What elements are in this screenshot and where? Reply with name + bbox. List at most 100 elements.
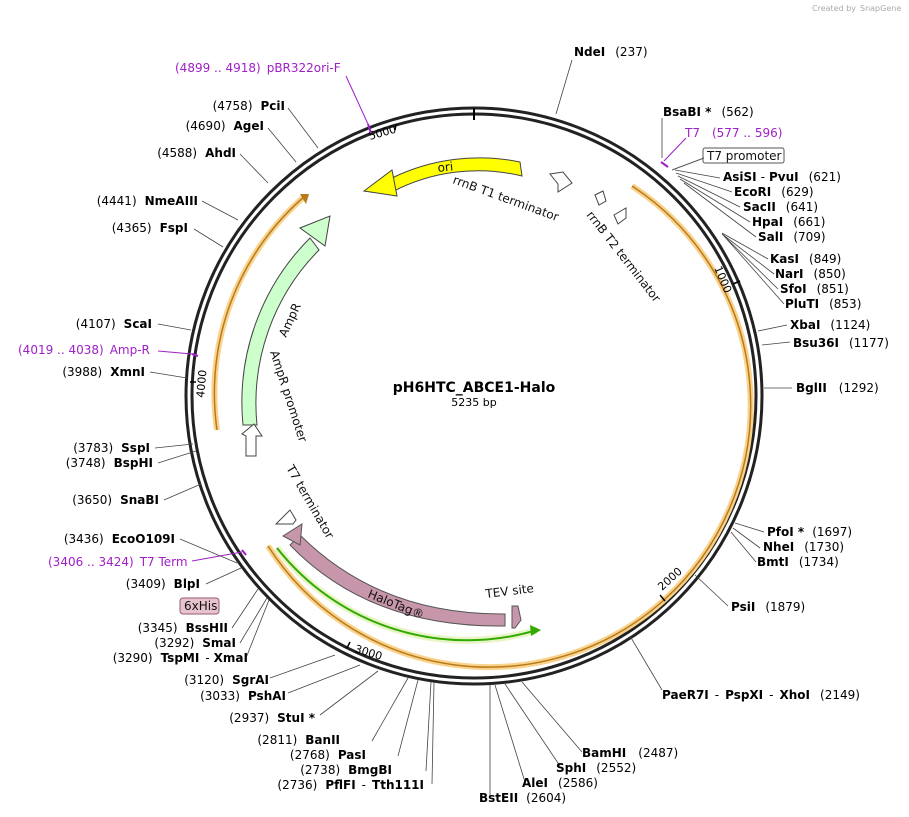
leader-t7 [663, 137, 687, 162]
site-xmni[interactable]: (3988)XmnI [62, 365, 145, 379]
plasmid-name: pH6HTC_ABCE1-Halo [393, 380, 556, 396]
halotag-feature[interactable] [289, 534, 506, 627]
site-blpi[interactable]: (3409)BlpI [126, 577, 200, 591]
site-scai[interactable]: (4107)ScaI [76, 317, 152, 331]
site-ahdi[interactable]: (4588)AhdI [157, 146, 236, 160]
ampr-promoter-icon [241, 423, 263, 457]
primer-ampr: (4019 .. 4038)Amp-R [18, 343, 150, 357]
sites-right: NdeI(237) BsaBI *(562) AsiSI-PvuI(621) E… [574, 45, 889, 702]
primer-mark-t7 [660, 161, 669, 168]
leader-pbr322ori [345, 75, 369, 125]
primer-mark-t7term [241, 549, 247, 556]
site-ndei[interactable]: NdeI(237) [574, 45, 648, 59]
credit-brand: SnapGene [860, 4, 901, 13]
halotag-label: HaloTag® [366, 587, 426, 622]
halotag-arrowhead [282, 523, 303, 546]
primer-mark-pbr322ori [367, 123, 372, 134]
his6-box[interactable] [179, 597, 220, 615]
ori-label: ori [437, 159, 454, 175]
rrnb-t2-icon-a [594, 190, 607, 206]
site-pcii[interactable]: (4758)PciI [213, 99, 285, 113]
site-pfoi[interactable]: PfoI *(1697) [767, 525, 852, 539]
site-sfoi[interactable]: SfoI(851) [780, 282, 849, 296]
site-ecoo109i[interactable]: (3436)EcoO109I [64, 532, 175, 546]
site-sacii[interactable]: SacII(641) [743, 200, 818, 214]
site-banii[interactable]: (2811)BanII [257, 733, 340, 747]
site-fspi[interactable]: (4365)FspI [112, 221, 188, 235]
site-leaders [149, 59, 792, 798]
ampr-promoter-label: AmpR promoter [267, 349, 310, 444]
site-bsu36i[interactable]: Bsu36I(1177) [793, 336, 889, 350]
site-bmti[interactable]: BmtI(1734) [757, 555, 839, 569]
his-arc [276, 547, 538, 642]
orf-arc-bottom [267, 545, 665, 668]
primer-mark-ampr [191, 353, 199, 357]
t7-terminator-icon [274, 509, 297, 525]
site-pflfi-tth111i[interactable]: (2736)PflFI-Tth111I [277, 778, 424, 792]
tick-label-4000: 4000 [194, 369, 209, 398]
site-bsteii[interactable]: BstEII(2604) [479, 791, 566, 805]
leader-t7term [191, 551, 243, 562]
site-asisi-pvui[interactable]: AsiSI-PvuI(621) [723, 170, 841, 184]
ampr-label: AmpR [276, 301, 304, 339]
site-bsshii[interactable]: (3345)BssHII [138, 621, 228, 635]
site-sali[interactable]: SalI(709) [758, 230, 826, 244]
site-paer7i-pspxi-xhoi[interactable]: PaeR7I-PspXI-XhoI(2149) [662, 688, 860, 702]
rrnb-t2-label: rrnB T2 terminator [584, 208, 664, 305]
site-sphi[interactable]: SphI(2552) [556, 761, 636, 775]
leader-ampr [157, 350, 193, 355]
site-bglii[interactable]: BglII(1292) [796, 381, 879, 395]
site-bsphi[interactable]: (3748)BspHI [66, 456, 153, 470]
t7-terminator-label: T7 terminator [283, 462, 337, 541]
primer-t7term: (3406 .. 3424)T7 Term [48, 555, 188, 569]
site-stui[interactable]: (2937)StuI * [229, 711, 315, 725]
site-pshai[interactable]: (3033)PshAI [200, 689, 286, 703]
site-bsabi[interactable]: BsaBI *(562) [663, 105, 754, 119]
site-sgrai[interactable]: (3120)SgrAI [184, 673, 269, 687]
site-pasi[interactable]: (2768)PasI [290, 748, 366, 762]
t7-promoter-leader [671, 157, 705, 171]
site-xbai[interactable]: XbaI(1124) [790, 318, 870, 332]
site-nmeaiii[interactable]: (4441)NmeAIII [97, 194, 198, 208]
site-smai[interactable]: (3292)SmaI [154, 636, 236, 650]
site-agei[interactable]: (4690)AgeI [186, 119, 264, 133]
sites-bottom: BamHI(2487) SphI(2552) AleI(2586) BstEII… [479, 746, 678, 805]
orf-left-arrowhead [300, 194, 309, 204]
tick-5000 [394, 123, 397, 131]
his-arrowhead [530, 625, 541, 636]
ampr-feature[interactable] [241, 237, 320, 426]
site-ecori[interactable]: EcoRI(629) [734, 185, 814, 199]
site-kasi[interactable]: KasI(849) [770, 252, 841, 266]
site-tspmi-xmai[interactable]: (3290)TspMI-XmaI [113, 651, 248, 665]
tev-site-label: TEV site [484, 581, 535, 601]
tick-1000 [732, 280, 741, 285]
site-nari[interactable]: NarI(850) [775, 267, 846, 281]
site-sspi[interactable]: (3783)SspI [73, 441, 150, 455]
site-bmgbi[interactable]: (2738)BmgBI [300, 763, 392, 777]
sites-left: (2736)PflFI-Tth111I (2738)BmgBI (2768)Pa… [62, 99, 424, 792]
ampr-arrowhead [298, 215, 331, 247]
primer-t7: T7(577 .. 596) [684, 126, 782, 140]
tev-site-feature[interactable] [511, 605, 522, 629]
t7-promoter-box[interactable] [702, 147, 785, 164]
credit-created-by: Created by [812, 4, 856, 13]
site-psii[interactable]: PsiI(1879) [731, 600, 805, 614]
site-nhei[interactable]: NheI(1730) [763, 540, 844, 554]
site-bamhi[interactable]: BamHI(2487) [582, 746, 678, 760]
orf-arc-right [631, 185, 752, 601]
primer-pbr322ori: (4899 .. 4918)pBR322ori-F [175, 61, 341, 75]
his6-label: 6xHis [184, 599, 217, 613]
tick-3000 [346, 641, 351, 649]
t7-promoter-label: T7 promoter [706, 149, 782, 163]
rrnb-t1-icon [549, 171, 573, 193]
rrnb-t1-label: rrnB T1 terminator [451, 173, 561, 224]
site-alei[interactable]: AleI(2586) [522, 776, 598, 790]
tick-2000 [659, 594, 666, 602]
site-hpai[interactable]: HpaI(661) [752, 215, 825, 229]
site-snabi[interactable]: (3650)SnaBI [72, 493, 159, 507]
site-pluti[interactable]: PluTI(853) [785, 297, 861, 311]
orf-arc-right-halo [630, 183, 754, 603]
plasmid-size: 5235 bp [451, 396, 496, 409]
rrnb-t2-icon-b [613, 207, 627, 225]
